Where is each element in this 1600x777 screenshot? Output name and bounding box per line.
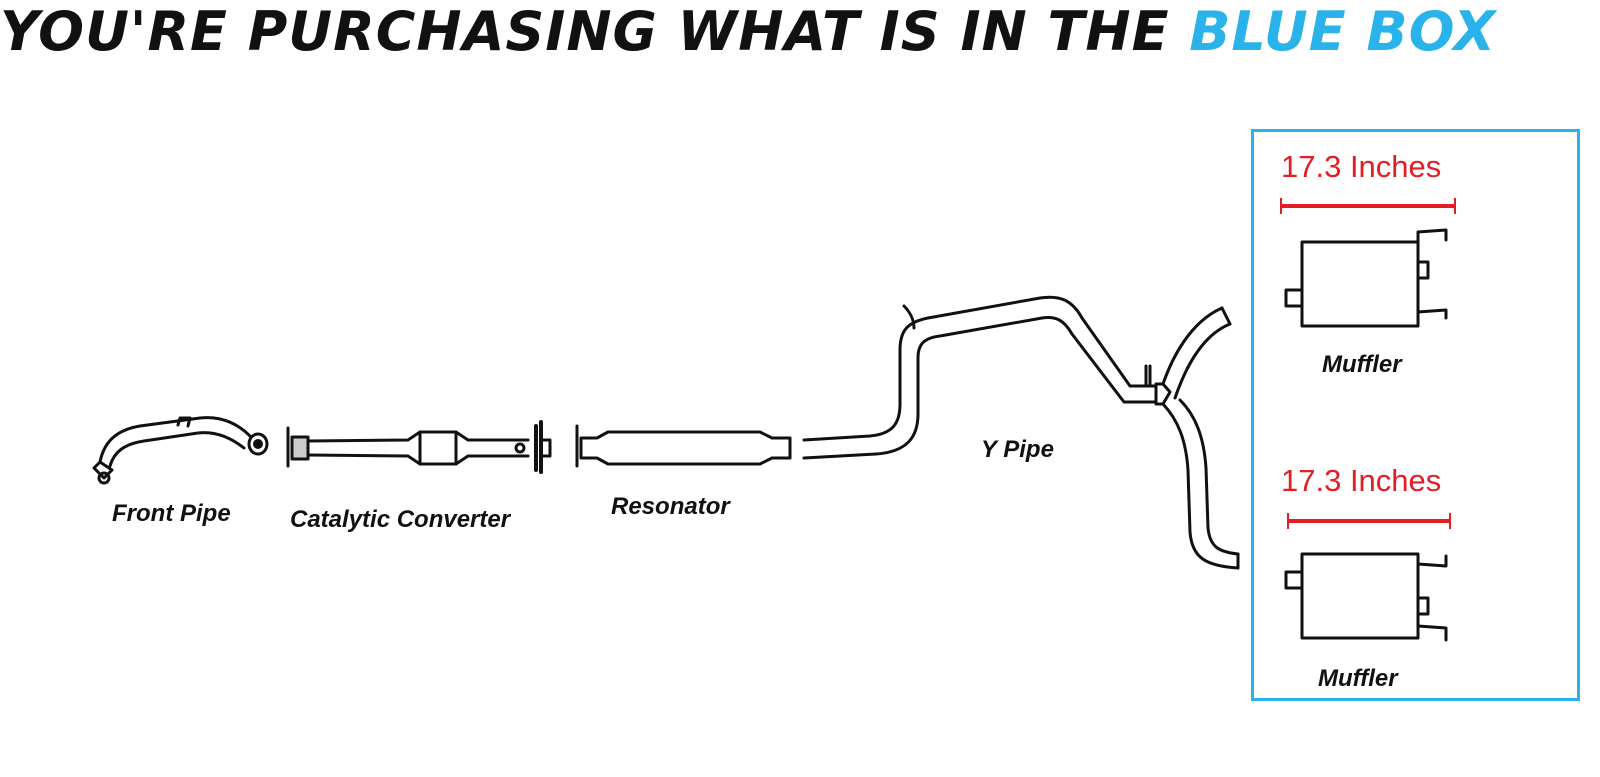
muffler-top-shape — [1284, 228, 1448, 328]
muffler-bottom-dimension: 17.3 Inches — [1281, 463, 1442, 498]
catalytic-converter-label: Catalytic Converter — [290, 506, 511, 533]
y-pipe-shape — [802, 295, 1240, 570]
dimension-line-top — [1280, 198, 1456, 214]
resonator-label: Resonator — [611, 493, 730, 520]
muffler-top-label: Muffler — [1322, 351, 1402, 378]
title-blue-part: BLUE BOX — [1189, 0, 1497, 63]
muffler-top-dimension: 17.3 Inches — [1281, 149, 1442, 184]
front-pipe-shape — [92, 416, 269, 485]
resonator-shape — [575, 424, 792, 468]
catalytic-converter-shape — [286, 420, 552, 474]
muffler-bottom-shape — [1284, 552, 1448, 642]
title-dark-part: YOU'RE PURCHASING WHAT IS IN THE — [0, 0, 1190, 63]
page-title: YOU'RE PURCHASING WHAT IS IN THE BLUE BO… — [0, 0, 1600, 70]
y-pipe-label: Y Pipe — [981, 436, 1054, 463]
blue-highlight-box — [1251, 129, 1580, 701]
dimension-line-bottom — [1287, 513, 1451, 529]
muffler-bottom-label: Muffler — [1318, 665, 1398, 692]
front-pipe-label: Front Pipe — [112, 500, 231, 527]
